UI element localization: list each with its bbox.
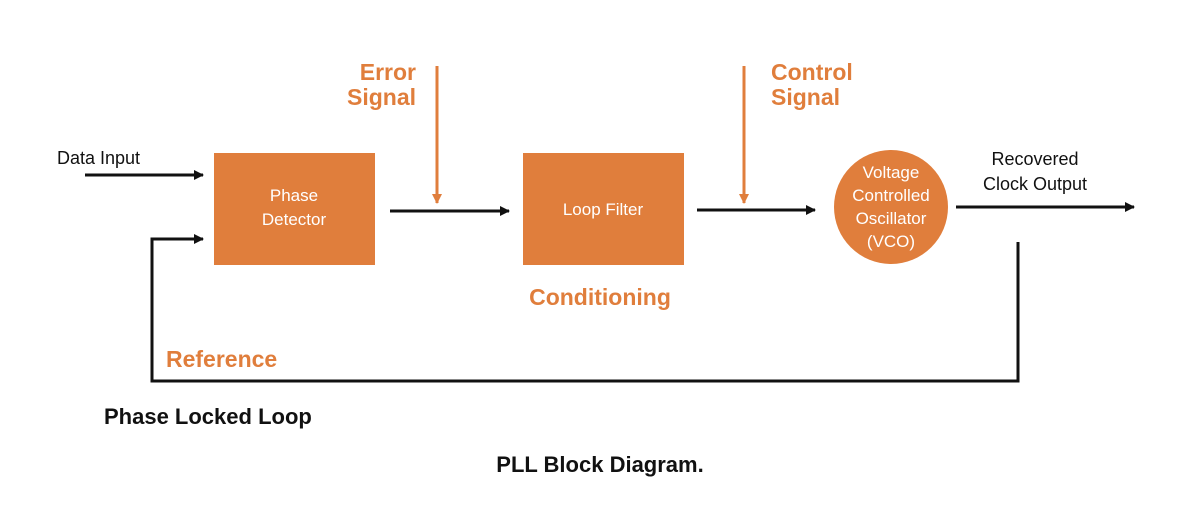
recovered-clock-label-line2: Clock Output [983, 174, 1087, 194]
phase-detector-label-line1: Phase [270, 186, 318, 205]
diagram-title: PLL Block Diagram. [496, 452, 703, 477]
loop-filter-label: Loop Filter [563, 200, 644, 219]
vco-label-line3: Oscillator [856, 209, 927, 228]
diagram-subtitle: Phase Locked Loop [104, 404, 312, 429]
error-signal-label-line2: Signal [347, 84, 416, 110]
control-signal-label-line1: Control [771, 59, 853, 85]
vco-label-line1: Voltage [863, 163, 920, 182]
loop-filter-block [523, 153, 684, 265]
data-input-label: Data Input [57, 148, 140, 168]
vco-label-line4: (VCO) [867, 232, 915, 251]
vco-block [834, 150, 948, 264]
control-signal-label-line2: Signal [771, 84, 840, 110]
feedback-reference-path [150, 234, 1020, 383]
recovered-clock-label-line1: Recovered [991, 149, 1078, 169]
phase-detector-label-line2: Detector [262, 210, 327, 229]
error-signal-label-line1: Error [360, 59, 416, 85]
reference-label: Reference [166, 346, 277, 372]
conditioning-label: Conditioning [529, 284, 671, 310]
phase-detector-block [214, 153, 375, 265]
vco-label-line2: Controlled [852, 186, 930, 205]
